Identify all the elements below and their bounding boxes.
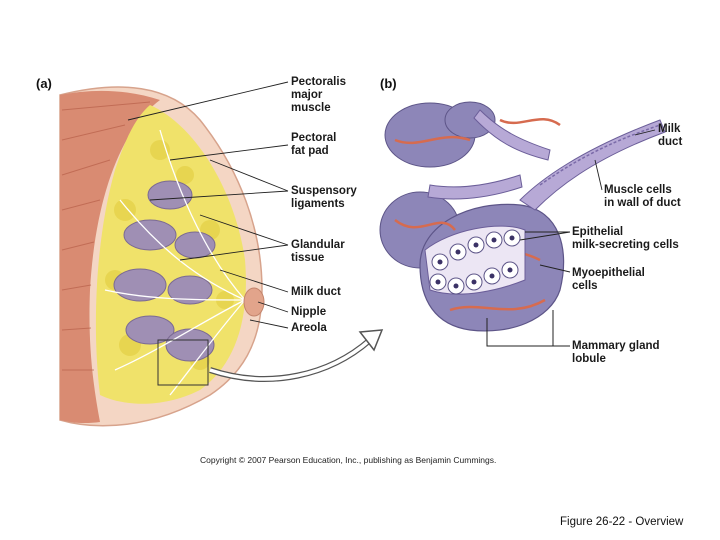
milk-duct-tube-left — [427, 174, 523, 200]
lobule-bracket — [486, 310, 554, 347]
label-epithelial-milk-secreting-cells: Epithelial milk-secreting cells — [572, 226, 679, 251]
label-glandular-tissue: Glandular tissue — [291, 239, 345, 264]
label-suspensory-ligaments: Suspensory ligaments — [291, 185, 357, 210]
pectoralis-muscle-shape — [60, 90, 160, 424]
panel-b-label: (b) — [380, 76, 397, 91]
label-areola: Areola — [291, 322, 327, 334]
label-milk-duct-b: Milk duct — [658, 123, 683, 148]
leader-lines-a — [127, 81, 289, 329]
ligament-lines — [104, 129, 246, 396]
upper-alveoli — [384, 101, 496, 168]
label-muscle-cells-in-wall-of-duct: Muscle cells in wall of duct — [604, 184, 681, 209]
duct-lumen — [539, 124, 661, 186]
copyright-notice: Copyright © 2007 Pearson Education, Inc.… — [200, 455, 497, 465]
label-nipple: Nipple — [291, 306, 327, 318]
milk-duct-tube-upper — [473, 109, 551, 161]
label-pectoralis-major-muscle: Pectoralis major muscle — [291, 76, 346, 114]
label-pectoral-fat-pad: Pectoral fat pad — [291, 132, 337, 157]
lobule-selection-box — [157, 339, 209, 386]
leader-lines-b — [519, 129, 656, 347]
panel-a-label: (a) — [36, 76, 52, 91]
mammary-lobule-detail — [379, 101, 666, 347]
cell-nuclei — [435, 235, 515, 289]
label-myoepithelial-cells: Myoepithelial cells — [572, 267, 645, 292]
nipple-shape — [243, 287, 265, 317]
figure-caption: Figure 26-22 - Overview — [560, 516, 684, 528]
magnify-arrow-head — [358, 329, 384, 352]
breast-cross-section — [59, 86, 384, 427]
muscle-fibers — [61, 101, 151, 371]
label-mammary-gland-lobule: Mammary gland lobule — [572, 340, 660, 365]
milk-duct-tube-main — [519, 119, 666, 211]
label-milk-duct-a: Milk duct — [291, 286, 341, 298]
